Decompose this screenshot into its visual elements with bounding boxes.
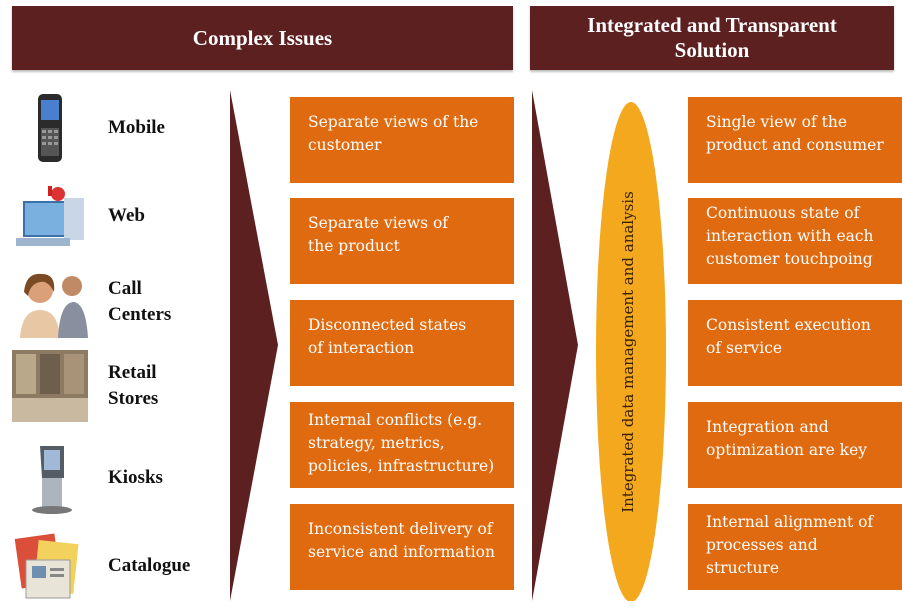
solution-box: Consistent execution of service: [688, 300, 902, 386]
integration-oval: [596, 102, 666, 601]
center-divider: [518, 6, 526, 601]
channel-mobile: Mobile: [6, 84, 226, 172]
channel-kiosks: Kiosks: [6, 434, 226, 522]
catalogue-icon: [14, 533, 79, 599]
channel-label: Call Centers: [108, 278, 172, 325]
channel-label: Kiosks: [108, 467, 163, 488]
channel-retail-stores: Retail Stores: [6, 342, 226, 430]
complex-issues-header: Complex Issues: [12, 6, 513, 70]
right-chevron-arrow: [532, 90, 578, 601]
channel-label: Retail Stores: [108, 362, 159, 409]
channel-web: Web: [6, 172, 226, 260]
solution-box: Continuous state of interaction with eac…: [688, 198, 902, 284]
channel-label: Catalogue: [108, 555, 191, 576]
computer-icon: [16, 186, 84, 246]
mobile-phone-icon: [38, 94, 62, 162]
solution-box: Single view of the product and consumer: [688, 97, 902, 183]
left-chevron-arrow: [230, 90, 278, 601]
channel-catalogue: Catalogue: [6, 522, 226, 610]
solution-header: Integrated and Transparent Solution: [530, 6, 894, 70]
oval-label: Integrated data management and analysis: [619, 191, 637, 513]
channel-call-centers: Call Centers: [6, 258, 226, 346]
channel-label: Mobile: [108, 117, 165, 138]
issue-box: Internal conflicts (e.g. strategy, metri…: [290, 402, 514, 488]
issue-box: Inconsistent delivery of service and inf…: [290, 504, 514, 590]
call-center-photo: [20, 273, 88, 338]
issue-box: Disconnected states of interaction: [290, 300, 514, 386]
issue-box: Separate views of the customer: [290, 97, 514, 183]
issue-box: Separate views of the product: [290, 198, 514, 284]
kiosk-icon: [32, 446, 72, 514]
retail-store-photo: [12, 350, 88, 422]
channel-label: Web: [108, 205, 145, 226]
solution-box: Integration and optimization are key: [688, 402, 902, 488]
solution-box: Internal alignment of processes and stru…: [688, 504, 902, 590]
